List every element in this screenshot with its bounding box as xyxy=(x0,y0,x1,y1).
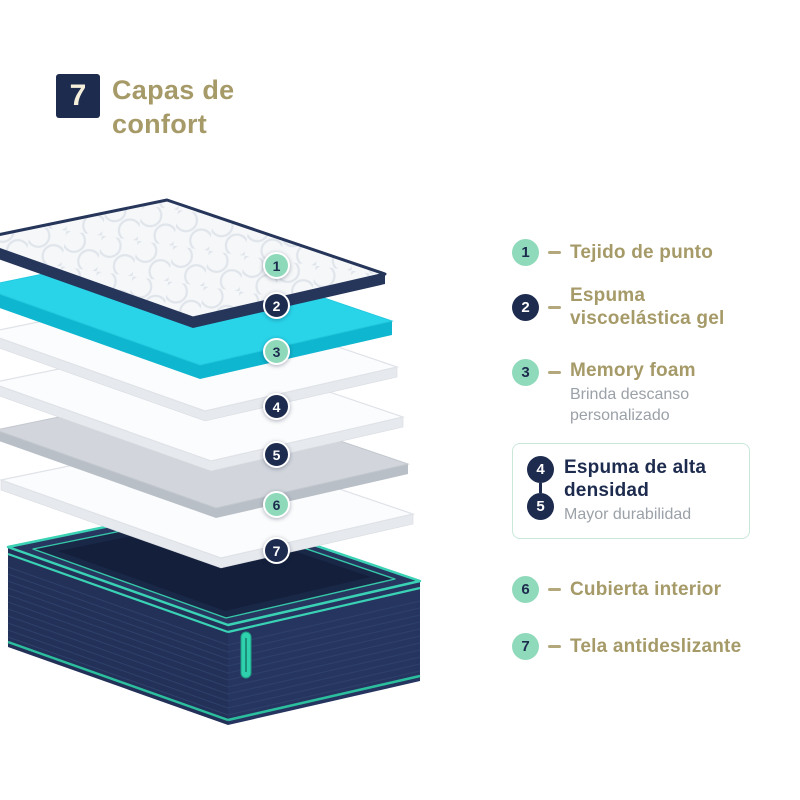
legend-item-7: 7 Tela antideslizante xyxy=(512,633,741,660)
mattress-exploded-diagram xyxy=(0,198,422,725)
legend-title: Espuma de alta densidad xyxy=(564,457,707,502)
legend-item-4-5-box: 4 5 Espuma de alta densidad Mayor durabi… xyxy=(512,443,750,540)
legend-item-1: 1 Tejido de punto xyxy=(512,239,713,266)
diagram-marker-1: 1 xyxy=(263,252,290,279)
legend-number-text: 4 xyxy=(536,461,545,478)
legend-dash xyxy=(548,251,561,254)
legend-numbers-4-5: 4 5 xyxy=(527,456,554,526)
diagram-marker-4: 4 xyxy=(263,393,290,420)
diagram-marker-6: 6 xyxy=(263,491,290,518)
layer-1-quilted-top xyxy=(0,198,387,328)
marker-number: 2 xyxy=(272,297,281,314)
legend-title: Tejido de punto xyxy=(570,241,714,263)
legend-title: Tela antideslizante xyxy=(570,635,742,657)
legend-number-text: 1 xyxy=(521,244,530,261)
legend-number-text: 5 xyxy=(536,498,545,515)
legend-item-3: 3 Memory foam Brinda descanso personaliz… xyxy=(512,359,730,427)
zipper-tab xyxy=(240,631,252,679)
legend-number-text: 7 xyxy=(521,638,530,655)
legend-number-2: 2 xyxy=(512,293,539,321)
legend-item-6: 6 Cubierta interior xyxy=(512,576,721,603)
legend-title: Espuma viscoelástica gel xyxy=(570,285,725,330)
header: 7 Capas de confort xyxy=(56,74,287,142)
diagram-marker-3: 3 xyxy=(263,338,290,365)
marker-number: 4 xyxy=(272,398,281,415)
legend-number-7: 7 xyxy=(512,633,539,660)
legend-number-text: 3 xyxy=(521,364,530,381)
legend-number-text: 2 xyxy=(521,298,530,316)
layers-count-badge: 7 xyxy=(56,74,100,118)
legend-item-2: 2 Espuma viscoelástica gel xyxy=(512,284,748,330)
legend-number-text: 6 xyxy=(521,581,530,598)
connector-line xyxy=(539,483,542,493)
marker-number: 7 xyxy=(272,542,281,559)
legend-number-6: 6 xyxy=(512,576,539,603)
legend-number-5: 5 xyxy=(527,493,554,520)
diagram-marker-5: 5 xyxy=(263,441,290,468)
legend-subtitle: Mayor durabilidad xyxy=(564,506,692,524)
legend-dash xyxy=(548,371,561,374)
legend-text-block: Memory foam Brinda descanso personalizad… xyxy=(570,359,730,427)
legend-text-block: Espuma de alta densidad Mayor durabilida… xyxy=(564,456,724,526)
legend-title: Cubierta interior xyxy=(570,578,722,600)
legend-number-4: 4 xyxy=(527,456,554,483)
legend-subtitle: Brinda descanso personalizado xyxy=(570,386,690,424)
marker-number: 3 xyxy=(272,343,281,360)
diagram-marker-7: 7 xyxy=(263,537,290,564)
legend-dash xyxy=(548,588,561,591)
legend-number-1: 1 xyxy=(512,239,539,266)
legend-dash xyxy=(548,305,561,309)
legend-title: Memory foam xyxy=(570,360,696,381)
diagram-marker-2: 2 xyxy=(263,292,290,319)
legend-dash xyxy=(548,645,561,648)
marker-number: 6 xyxy=(272,496,281,513)
legend-number-3: 3 xyxy=(512,359,539,386)
badge-number: 7 xyxy=(69,79,87,112)
page-title: Capas de confort xyxy=(112,75,235,139)
marker-number: 1 xyxy=(272,257,281,274)
layer-7-base xyxy=(6,505,422,725)
marker-number: 5 xyxy=(272,446,281,463)
